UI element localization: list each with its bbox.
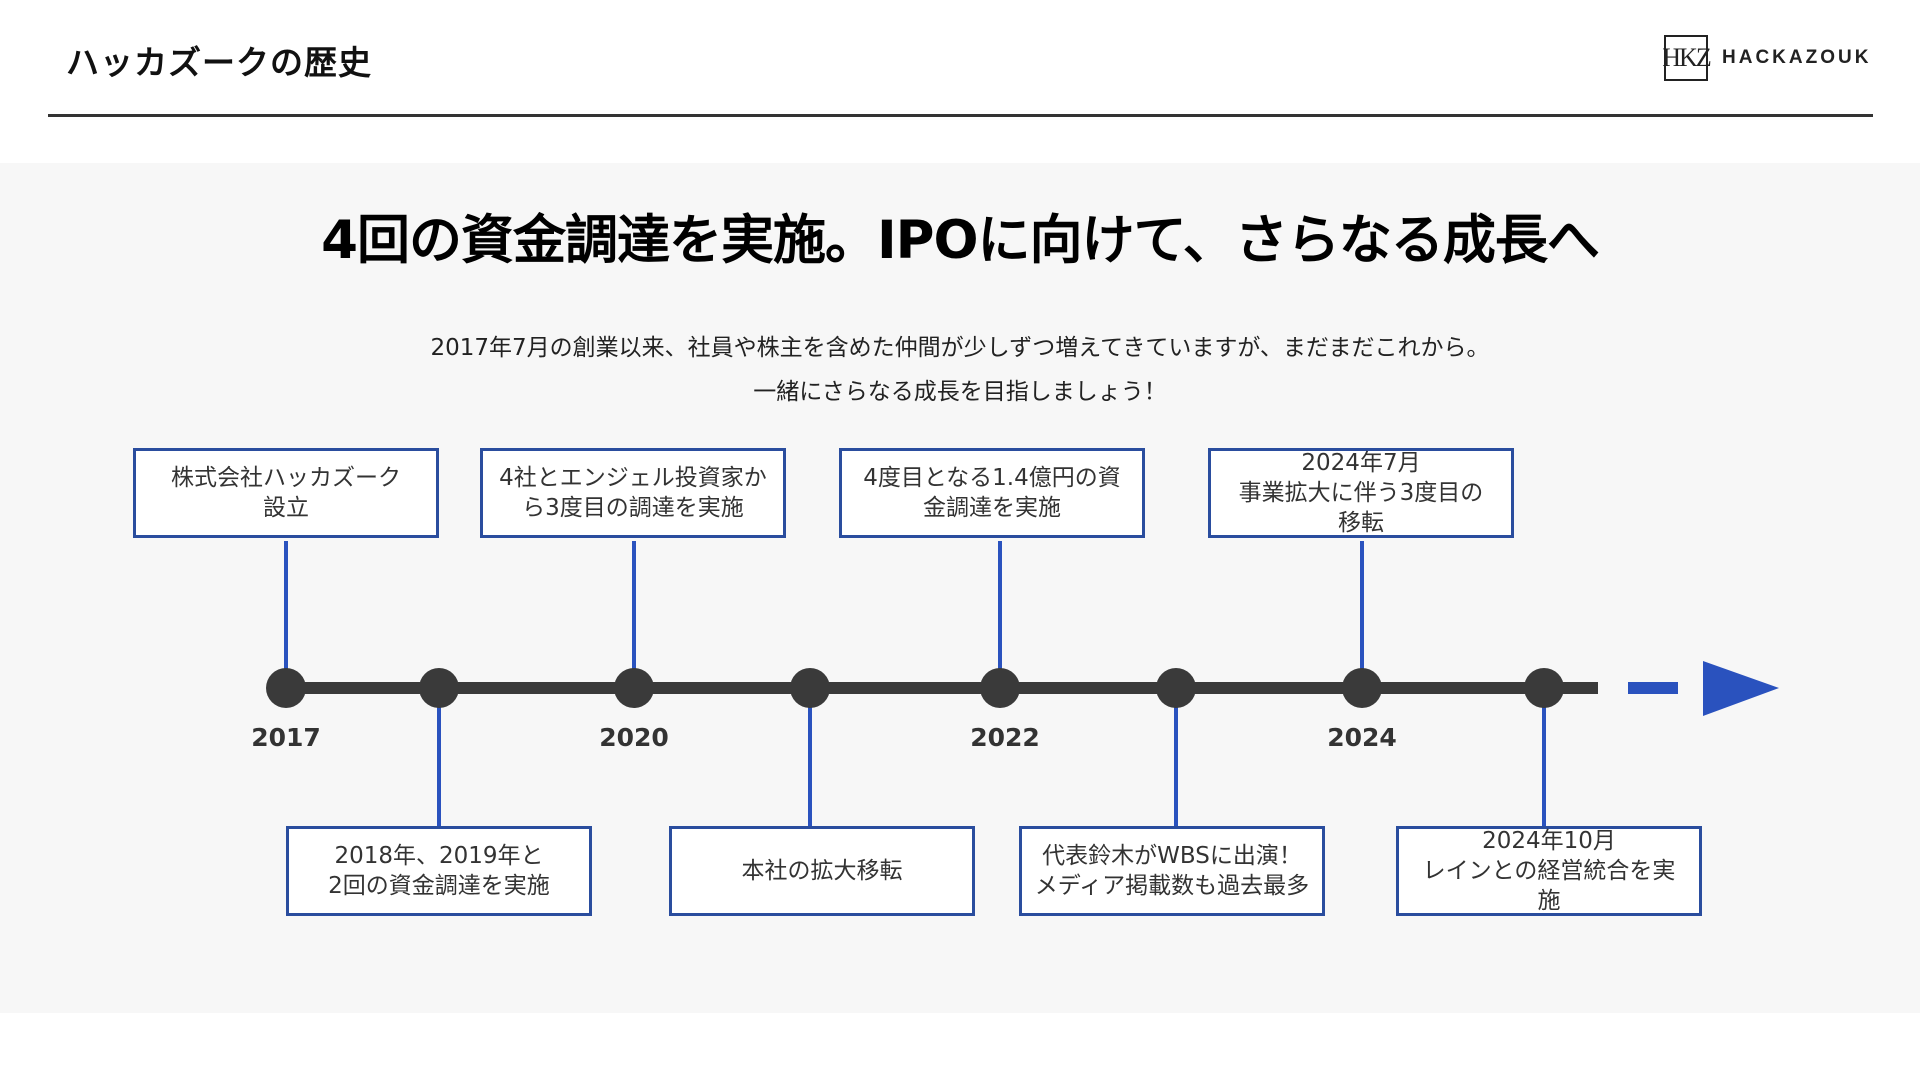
- intro-line-2: 一緒にさらなる成長を目指しましょう！: [753, 379, 1167, 405]
- timeline-node-3: [614, 668, 654, 708]
- event-text-line: 移転: [1337, 510, 1384, 536]
- year-label: 2017: [251, 723, 321, 752]
- event-box-bottom-1: 2018年、2019年と 2回の資金調達を実施: [286, 826, 592, 916]
- event-text-line: ら3度目の調達を実施: [522, 495, 744, 521]
- event-text-line: 代表鈴木がWBSに出演！: [1042, 843, 1302, 869]
- timeline-node-7: [1342, 668, 1382, 708]
- event-box-bottom-4: 2024年10月レインとの経営統合を実施: [1396, 826, 1702, 916]
- year-label: 2024: [1327, 723, 1397, 752]
- event-text-line: 株式会社ハッカズーク: [171, 465, 401, 491]
- timeline-node-8: [1524, 668, 1564, 708]
- event-text-line: 4社とエンジェル投資家か: [499, 465, 767, 491]
- event-box-bottom-3: 代表鈴木がWBSに出演！ メディア掲載数も過去最多: [1019, 826, 1325, 916]
- event-text-line: 設立: [263, 495, 309, 521]
- event-text-line: レインとの経営統合を実: [1422, 858, 1676, 884]
- timeline-node-6: [1156, 668, 1196, 708]
- event-text-line: 本社の拡大移転: [741, 858, 903, 884]
- event-text-line: 2024年10月: [1482, 828, 1616, 854]
- event-text-line: 2024年7月: [1301, 450, 1421, 476]
- timeline-node-4: [790, 668, 830, 708]
- company-logo: HKZ HACKAZOUK: [1662, 32, 1872, 84]
- event-text-line: 施: [1537, 888, 1561, 914]
- timeline-node-2: [419, 668, 459, 708]
- page-title: ハッカズークの歴史: [66, 43, 372, 82]
- event-box-top-3: 4度目となる1.4億円の資金調達を実施: [839, 448, 1145, 538]
- intro-text: 2017年7月の創業以来、社員や株主を含めた仲間が少しずつ増えてきていますが、ま…: [0, 326, 1920, 414]
- year-label: 2022: [970, 723, 1040, 752]
- event-text-line: 金調達を実施: [923, 495, 1061, 521]
- timeline-arrowhead: [1703, 661, 1779, 716]
- year-label: 2020: [599, 723, 669, 752]
- event-text-line: 4度目となる1.4億円の資: [863, 465, 1121, 491]
- header-divider: [48, 114, 1873, 117]
- event-text-line: 2018年、2019年と: [334, 843, 544, 869]
- timeline-node-1: [266, 668, 306, 708]
- logo-mark: HKZ: [1662, 35, 1712, 81]
- event-box-top-1: 株式会社ハッカズーク設立: [133, 448, 439, 538]
- headline: 4回の資金調達を実施。IPOに向けて、さらなる成長へ: [321, 210, 1600, 271]
- event-box-top-4: 2024年7月事業拡大に伴う3度目の移転: [1208, 448, 1514, 538]
- event-box-bottom-2: 本社の拡大移転: [669, 826, 975, 916]
- timeline-node-5: [980, 668, 1020, 708]
- event-box-top-2: 4社とエンジェル投資家から3度目の調達を実施: [480, 448, 786, 538]
- event-text-line: 事業拡大に伴う3度目の: [1238, 480, 1484, 506]
- event-text-line: 2回の資金調達を実施: [328, 873, 550, 899]
- event-text-line: メディア掲載数も過去最多: [1034, 873, 1310, 899]
- logo-text: HACKAZOUK: [1722, 47, 1872, 68]
- intro-line-1: 2017年7月の創業以来、社員や株主を含めた仲間が少しずつ増えてきていますが、ま…: [430, 335, 1490, 361]
